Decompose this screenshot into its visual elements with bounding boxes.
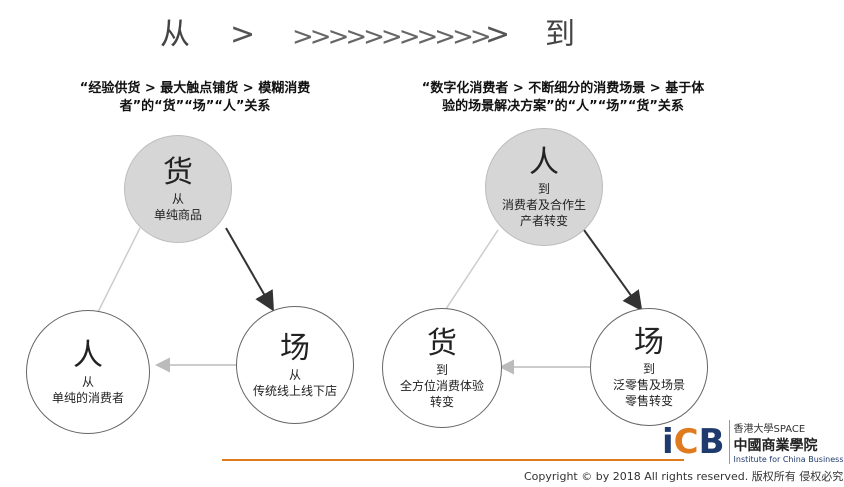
header-from-word: 从 — [160, 17, 190, 52]
right-node-people-prefix: 到 — [537, 182, 550, 196]
header-to-word: 到 — [545, 17, 575, 52]
institute-logo: iCB 香港大學SPACE 中國商業學院 Institute for China… — [662, 420, 844, 464]
left-arrow-top-to-right — [225, 227, 274, 312]
left-node-goods: 货 从 单纯商品 — [124, 135, 232, 243]
right-node-people-title: 人 — [529, 145, 559, 180]
left-node-goods-text: 单纯商品 — [153, 208, 202, 222]
right-node-goods: 货 到 全方位消费体验转变 — [382, 308, 502, 428]
right-node-goods-text: 全方位消费体验转变 — [399, 379, 484, 409]
right-node-venue-text: 泛零售及场景零售转变 — [612, 378, 685, 408]
left-node-venue-text: 传统线上线下店 — [252, 384, 337, 398]
left-node-goods-prefix: 从 — [171, 192, 184, 206]
left-node-venue: 场 从 传统线上线下店 — [236, 306, 354, 424]
right-line-top-to-left — [439, 229, 499, 319]
left-node-people: 人 从 单纯的消费者 — [26, 310, 150, 434]
logo-text-english: Institute for China Business — [733, 455, 844, 464]
header-chevron-left: > — [230, 17, 256, 52]
right-node-goods-title: 货 — [427, 326, 457, 361]
left-node-venue-title: 场 — [280, 331, 310, 366]
footer-orange-rule — [222, 459, 684, 461]
logo-mark-i: i — [662, 422, 674, 462]
left-node-people-text: 单纯的消费者 — [51, 391, 124, 405]
logo-mark: iCB — [662, 425, 725, 459]
right-node-venue: 场 到 泛零售及场景零售转变 — [590, 308, 708, 426]
logo-text-space: 香港大學SPACE — [733, 424, 806, 435]
right-node-goods-prefix: 到 — [435, 363, 448, 377]
right-arrow-top-to-right — [583, 229, 643, 312]
footer-copyright: Copyright © by 2018 All rights reserved.… — [524, 470, 844, 483]
header-chevron-row: >>>>>>>>>>> — [292, 22, 492, 52]
left-node-people-title: 人 — [73, 338, 103, 373]
right-node-venue-prefix: 到 — [642, 362, 655, 376]
connector-lines — [94, 227, 643, 375]
header-chevron-right: > — [485, 17, 511, 52]
left-node-venue-prefix: 从 — [288, 368, 301, 382]
logo-mark-c: C — [673, 422, 699, 462]
right-node-people-text: 消费者及合作生产者转变 — [501, 198, 586, 228]
logo-mark-b: B — [698, 422, 725, 462]
left-node-people-prefix: 从 — [81, 375, 94, 389]
right-node-venue-title: 场 — [634, 325, 664, 360]
left-node-goods-title: 货 — [163, 155, 193, 190]
left-panel-description: “经验供货 > 最大触点铺货 > 模糊消费者”的“货”“场”“人”关系 — [79, 81, 311, 114]
logo-text-name: 中國商業學院 — [733, 438, 818, 454]
left-line-top-to-left — [94, 227, 141, 319]
right-node-people: 人 到 消费者及合作生产者转变 — [485, 128, 603, 246]
header-chevron-sequence: >>>>>>>>>>> — [292, 22, 492, 52]
right-panel-description: “数字化消费者 > 不断细分的消费场景 > 基于体验的场景解决方案”的“人”“场… — [421, 81, 705, 114]
